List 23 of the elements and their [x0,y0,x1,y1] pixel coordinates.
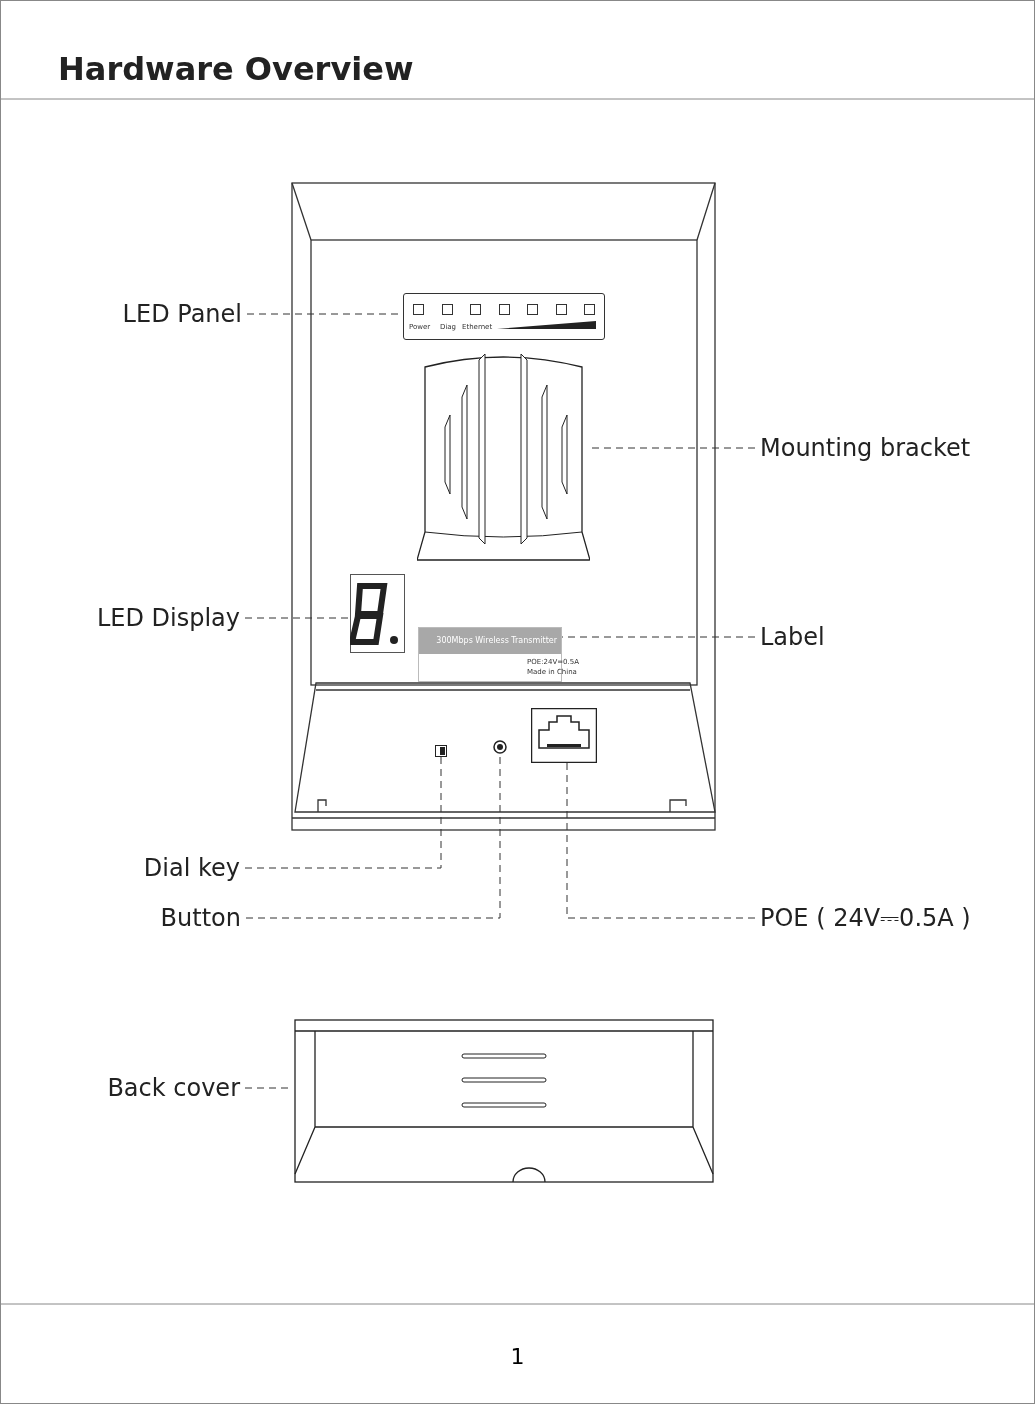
page-number: 1 [510,1344,525,1369]
part-label: Back cover [107,1074,240,1102]
part-label: LED Panel [122,300,242,328]
label-heading: 300Mbps Wireless Transmitter [419,628,561,654]
ethernet-port-drawing [531,708,597,763]
slide-switch [435,745,447,757]
part-label: Mounting bracket [760,434,971,462]
part-label: POE ( 24V⎓0.5A ) [760,904,971,932]
leader-line [589,447,756,449]
leader-line [245,754,501,919]
part-label: Button [160,904,241,932]
led-panel [403,293,605,340]
part-label: Dial key [143,854,240,882]
part-label: LED Display [96,604,240,632]
leader-line [244,617,351,619]
leader-line [244,756,442,869]
leader-line [561,636,756,638]
leader-line [566,762,756,919]
page-title: Hardware Overview [58,50,414,88]
part-label: Label [760,623,825,651]
back-cover-drawing [293,1019,715,1185]
led-display [350,574,405,653]
push-button [492,739,508,755]
